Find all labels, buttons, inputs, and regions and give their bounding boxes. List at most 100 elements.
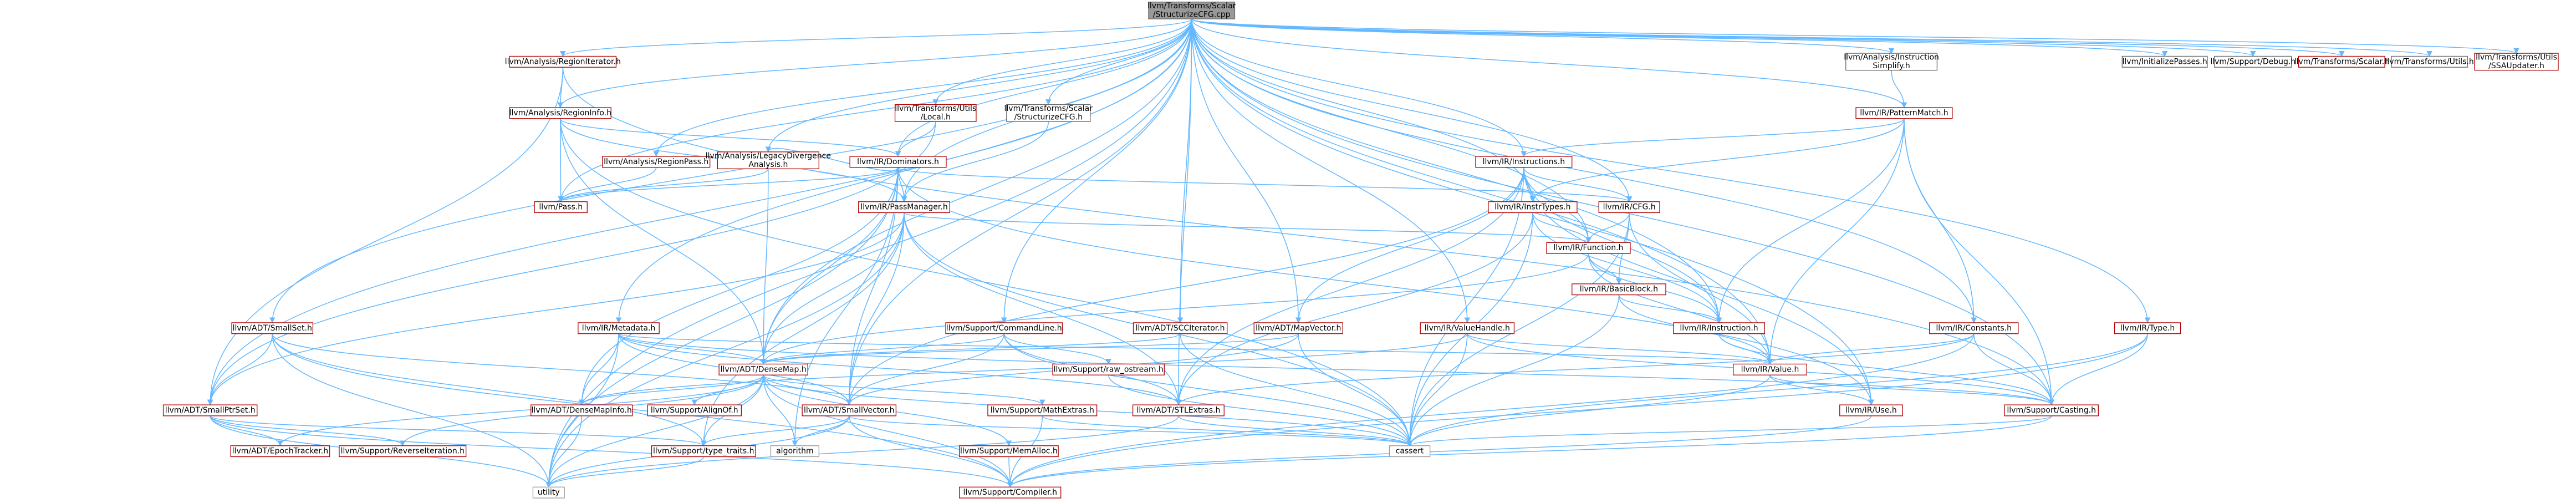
node-passmanager[interactable]: llvm/IR/PassManager.h	[858, 201, 951, 214]
node-label: llvm/Transforms/Utils	[2476, 53, 2557, 62]
edge-valuehandle-to-value	[1467, 333, 1773, 365]
node-typetraits[interactable]: llvm/Support/type_traits.h	[651, 445, 756, 458]
node-scciterator[interactable]: llvm/ADT/SCCIterator.h	[1133, 322, 1228, 334]
node-use[interactable]: llvm/IR/Use.h	[1839, 404, 1903, 416]
node-reverseiteration[interactable]: llvm/Support/ReverseIteration.h	[339, 445, 467, 458]
edge-scciterator-to-cassert	[1180, 333, 1413, 446]
edge-smallptrset-to-typetraits	[210, 415, 707, 446]
node-mathextras[interactable]: llvm/Support/MathExtras.h	[987, 404, 1098, 416]
node-densemapinfo[interactable]: llvm/ADT/DenseMapInfo.h	[530, 404, 633, 416]
node-label: llvm/Analysis/Instruction	[1844, 53, 1939, 62]
node-commandline[interactable]: llvm/Support/CommandLine.h	[945, 322, 1063, 334]
node-label: llvm/IR/Instruction.h	[1680, 324, 1758, 333]
edge-densemap-to-utility	[545, 375, 764, 488]
edge-regioniterator-to-smallptrset	[207, 67, 564, 406]
edge-type-to-compiler	[1007, 333, 2148, 488]
node-box	[1389, 445, 1431, 458]
node-densemap[interactable]: llvm/ADT/DenseMap.h	[718, 363, 808, 375]
edge-densemap-to-densemapinfo	[579, 374, 764, 406]
node-epochtracker[interactable]: llvm/ADT/EpochTracker.h	[230, 445, 330, 458]
node-instructions[interactable]: llvm/IR/Instructions.h	[1475, 156, 1573, 168]
edge-root-to-mapvector	[1191, 19, 1302, 323]
edge-densemap-to-algorithm	[763, 375, 798, 446]
edge-rawostream-to-cassert	[1108, 375, 1413, 446]
node-label: llvm/IR/Instructions.h	[1483, 157, 1565, 166]
edge-patternmatch-to-insttypes	[1529, 118, 1905, 202]
edge-patternmatch-to-value	[1767, 118, 1905, 365]
node-box	[2121, 55, 2208, 68]
node-ssaupdater[interactable]: llvm/Transforms/Utils/SSAUpdater.h	[2474, 53, 2559, 71]
edge-valuehandle-to-cassert	[1406, 333, 1468, 446]
node-label: llvm/ADT/DenseMapInfo.h	[532, 406, 632, 415]
edge-patternmatch-to-instruction	[1716, 118, 1905, 323]
node-label: llvm/IR/Function.h	[1554, 243, 1624, 252]
edge-constants-to-value	[1767, 333, 1975, 365]
node-compiler[interactable]: llvm/Support/Compiler.h	[959, 486, 1062, 499]
node-box	[509, 55, 617, 68]
node-rawostream[interactable]: llvm/Support/raw_ostream.h	[1052, 363, 1165, 375]
node-dominators[interactable]: llvm/IR/Dominators.h	[849, 156, 947, 168]
node-instruction[interactable]: llvm/IR/Instruction.h	[1673, 322, 1766, 334]
node-constants[interactable]: llvm/IR/Constants.h	[1929, 322, 2019, 334]
edge-smallvector-to-typetraits	[701, 415, 850, 446]
node-label: llvm/ADT/SCCIterator.h	[1136, 324, 1225, 333]
node-value[interactable]: llvm/IR/Value.h	[1733, 363, 1807, 375]
node-utilslocal[interactable]: llvm/Transforms/Utils/Local.h	[894, 104, 977, 122]
edge-passmanager-to-smallptrset	[207, 212, 905, 406]
node-label: llvm/Support/Compiler.h	[963, 488, 1057, 497]
node-box	[1133, 322, 1228, 334]
node-smallset[interactable]: llvm/ADT/SmallSet.h	[231, 322, 314, 334]
node-initpasses[interactable]: llvm/InitializePasses.h	[2121, 55, 2208, 68]
node-regioniterator[interactable]: llvm/Analysis/RegionIterator.h	[505, 55, 621, 68]
edge-legacydiv-to-dominators	[768, 148, 901, 173]
edge-root-to-regioniterator	[560, 18, 1192, 57]
node-basicblock[interactable]: llvm/IR/BasicBlock.h	[1572, 283, 1666, 296]
node-smallvector[interactable]: llvm/ADT/SmallVector.h	[802, 404, 897, 416]
node-casting[interactable]: llvm/Support/Casting.h	[2004, 404, 2099, 416]
edge-function-to-basicblock	[1588, 253, 1622, 284]
node-cfg[interactable]: llvm/IR/CFG.h	[1598, 201, 1660, 214]
node-function[interactable]: llvm/IR/Function.h	[1546, 242, 1631, 254]
node-insttypes[interactable]: llvm/IR/InstrTypes.h	[1488, 201, 1578, 214]
node-scalar[interactable]: llvm/Transforms/Scalar.h	[2294, 55, 2390, 68]
node-box	[602, 156, 711, 168]
edge-cfg-to-value	[1629, 212, 1773, 365]
node-patternmatch[interactable]: llvm/IR/PatternMatch.h	[1855, 107, 1953, 119]
node-label: llvm/IR/InstrTypes.h	[1494, 203, 1570, 212]
node-box	[162, 404, 258, 416]
node-pass[interactable]: llvm/Pass.h	[534, 201, 588, 214]
edge-root-to-type	[1191, 19, 2151, 323]
node-regionpass[interactable]: llvm/Analysis/RegionPass.h	[602, 156, 711, 168]
node-box	[534, 201, 588, 214]
node-mapvector[interactable]: llvm/ADT/MapVector.h	[1253, 322, 1343, 334]
edge-passmanager-to-densemap	[760, 212, 905, 365]
node-smallptrset[interactable]: llvm/ADT/SmallPtrSet.h	[162, 404, 258, 416]
node-scalarstructurize[interactable]: llvm/Transforms/Scalar/StructurizeCFG.h	[1004, 104, 1093, 122]
node-debug[interactable]: llvm/Support/Debug.h	[2210, 55, 2296, 68]
node-box	[894, 104, 977, 122]
edge-smallset-to-utility	[272, 333, 552, 488]
node-stlextras[interactable]: llvm/ADT/STLExtras.h	[1132, 404, 1225, 416]
node-metadata[interactable]: llvm/IR/Metadata.h	[578, 322, 660, 334]
node-label: Simplify.h	[1873, 62, 1910, 70]
edge-root-to-instsimplify	[1191, 18, 1894, 54]
node-alignof[interactable]: llvm/Support/AlignOf.h	[647, 404, 742, 416]
node-box	[1845, 53, 1938, 71]
node-box	[1546, 242, 1631, 254]
edge-smallvector-to-cassert	[849, 415, 1412, 446]
node-memalloc[interactable]: llvm/Support/MemAlloc.h	[959, 445, 1059, 458]
node-utils[interactable]: llvm/Transforms/Utils.h	[2385, 55, 2474, 68]
node-box	[770, 445, 819, 458]
node-type[interactable]: llvm/IR/Type.h	[2114, 322, 2181, 334]
node-valuehandle[interactable]: llvm/IR/ValueHandle.h	[1420, 322, 1515, 334]
edge-instructions-to-stlextras	[1175, 167, 1524, 406]
edge-root-to-scalarstructurize	[1045, 19, 1192, 105]
node-label: llvm/IR/Use.h	[1845, 406, 1896, 415]
node-label: /StructurizeCFG.cpp	[1153, 10, 1231, 19]
node-regioninfo[interactable]: llvm/Analysis/RegionInfo.h	[509, 107, 611, 119]
edge-regioninfo-to-dominators	[560, 118, 901, 157]
edge-instructions-to-smallvector	[846, 167, 1524, 406]
edge-root-to-valuehandle	[1191, 19, 1471, 323]
